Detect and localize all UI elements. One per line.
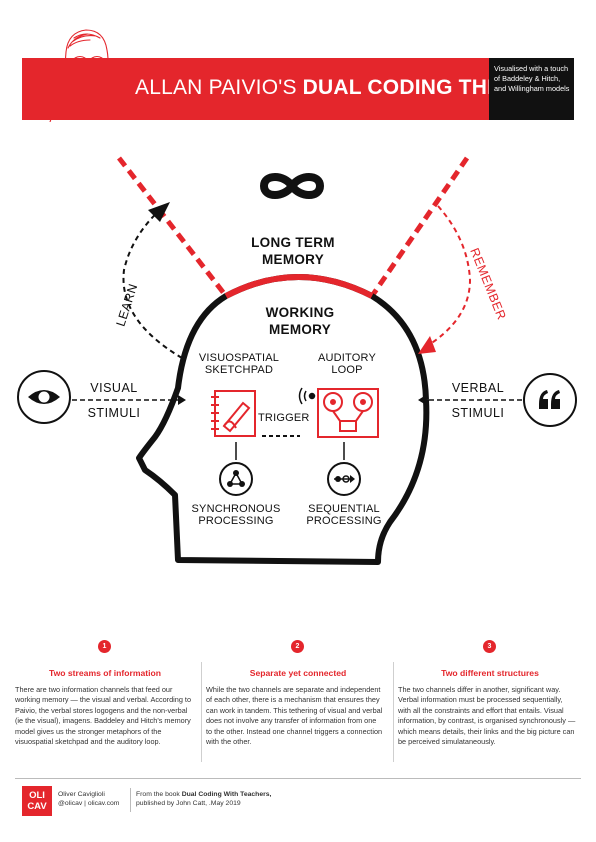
column-divider-2 bbox=[393, 662, 394, 762]
author-name: Oliver Caviglioli bbox=[58, 791, 105, 798]
title-bold: DUAL CODING THEORY bbox=[302, 76, 547, 99]
visual-stimuli-label: VISUAL STIMULI bbox=[82, 380, 146, 421]
col2-line: with the other. bbox=[206, 737, 252, 747]
ltm-right-boundary bbox=[369, 156, 470, 298]
sequence-icon bbox=[327, 462, 361, 496]
trigger-label: TRIGGER bbox=[258, 412, 310, 424]
remember-arrow bbox=[423, 205, 472, 349]
vis-line-2: STIMULI bbox=[87, 406, 141, 420]
footer-separator bbox=[130, 788, 131, 812]
remember-arrowhead bbox=[418, 336, 436, 354]
sp-line-2: PROCESSING bbox=[198, 515, 274, 527]
col3-line: with all the constraints and effort that… bbox=[398, 705, 564, 715]
vis-line-1: VISUAL bbox=[90, 381, 138, 395]
verb-line-1: VERBAL bbox=[451, 381, 505, 395]
column-3-text: The two channels differ in another, sign… bbox=[398, 685, 584, 747]
vs-line-1: VISUOSPATIAL bbox=[198, 352, 280, 364]
ltm-left-boundary bbox=[117, 156, 228, 298]
author-handles: @olicav | olicav.com bbox=[58, 800, 120, 807]
logo-line-1: OLI bbox=[29, 790, 45, 801]
olicav-logo: OLI CAV bbox=[22, 786, 52, 816]
infinity-icon bbox=[259, 173, 325, 199]
wm-line-1: WORKING bbox=[265, 305, 335, 320]
col3-line: information, by contrast, is organised s… bbox=[398, 716, 576, 726]
col1-line: visuospatial sketchpad and the auditory … bbox=[15, 737, 161, 747]
book-info: From the book Dual Coding With Teachers,… bbox=[136, 790, 316, 808]
learn-arrow bbox=[122, 207, 183, 359]
quote-icon bbox=[523, 373, 577, 427]
sequential-processing-label: SEQUENTIAL PROCESSING bbox=[296, 503, 392, 527]
subtitle: Visualised with a touch of Baddeley & Hi… bbox=[494, 64, 570, 93]
column-2-heading: Separate yet connected bbox=[249, 668, 347, 678]
logo-line-2: CAV bbox=[27, 801, 47, 812]
working-memory-label: WORKING MEMORY bbox=[245, 304, 355, 338]
col1-line: There are two information channels that … bbox=[15, 685, 173, 694]
col2-line: While the two channels are separate and … bbox=[206, 685, 381, 694]
wm-line-2: MEMORY bbox=[268, 322, 332, 337]
book-title: Dual Coding With Teachers, bbox=[181, 791, 272, 798]
network-icon bbox=[219, 462, 253, 496]
col3-line: which means details, their links and the… bbox=[398, 726, 575, 736]
title-prefix: ALLAN PAIVIO'S bbox=[135, 76, 297, 99]
column-1-number: 1 bbox=[98, 640, 111, 653]
long-term-memory-label: LONG TERM MEMORY bbox=[238, 234, 348, 268]
column-2-number: 2 bbox=[291, 640, 304, 653]
column-2-text: While the two channels are separate and … bbox=[206, 685, 392, 747]
subtitle-box bbox=[489, 58, 574, 120]
ltm-line-1: LONG TERM bbox=[251, 235, 335, 250]
page-title: ALLAN PAIVIO'S DUAL CODING THEORY bbox=[135, 68, 546, 108]
dual-coding-diagram bbox=[17, 156, 577, 565]
tape-recorder-icon bbox=[317, 388, 379, 438]
col2-line: does not involve any transfer of informa… bbox=[206, 716, 377, 726]
footer-divider bbox=[15, 778, 581, 779]
column-3-number: 3 bbox=[483, 640, 496, 653]
author-info: Oliver Caviglioli @olicav | olicav.com bbox=[58, 790, 168, 808]
col3-line: Verbal information must be processed seq… bbox=[398, 695, 563, 705]
ltm-line-2: MEMORY bbox=[261, 252, 325, 267]
ltm-arc bbox=[224, 274, 374, 299]
col1-line: Paivio, the verbal stores logogens and t… bbox=[15, 705, 188, 715]
eye-icon bbox=[17, 370, 71, 424]
sound-waves-icon bbox=[298, 387, 316, 405]
sketchpad-icon bbox=[211, 390, 256, 437]
col1-line: (ie the visual), imagens. Baddeley and H… bbox=[15, 716, 191, 726]
col2-line: to the other. Instead one channel trigge… bbox=[206, 726, 383, 736]
synchronous-processing-label: SYNCHRONOUS PROCESSING bbox=[188, 503, 284, 527]
book-publisher: published by John Catt, .May 2019 bbox=[136, 800, 241, 807]
column-divider-1 bbox=[201, 662, 202, 762]
col1-line: working memory — the visual and verbal. … bbox=[15, 695, 192, 705]
auditory-loop-label: AUDITORY LOOP bbox=[312, 352, 382, 376]
col2-line: can work in tandem. This tethering of vi… bbox=[206, 705, 383, 715]
al-line-1: AUDITORY bbox=[317, 352, 377, 364]
visuospatial-sketchpad-label: VISUOSPATIAL SKETCHPAD bbox=[194, 352, 284, 376]
column-1-heading: Two streams of information bbox=[48, 668, 162, 678]
col3-line: The two channels differ in another, sign… bbox=[398, 685, 561, 694]
verb-line-2: STIMULI bbox=[451, 406, 505, 420]
column-1-text: There are two information channels that … bbox=[15, 685, 200, 747]
column-3-heading: Two different structures bbox=[441, 668, 539, 678]
col1-line: model gives us the stronger metaphors of… bbox=[15, 726, 162, 736]
col3-line: be perceived simulataneously. bbox=[398, 737, 496, 747]
verbal-stimuli-label: VERBAL STIMULI bbox=[446, 380, 510, 421]
learn-arrowhead bbox=[148, 202, 170, 222]
sp-line-1: SYNCHRONOUS bbox=[191, 503, 281, 515]
sq-line-1: SEQUENTIAL bbox=[308, 503, 380, 515]
vs-line-2: SKETCHPAD bbox=[204, 364, 274, 376]
sq-line-2: PROCESSING bbox=[306, 515, 382, 527]
al-line-2: LOOP bbox=[331, 364, 363, 376]
col2-line: of each other, there is a mechanism that… bbox=[206, 695, 380, 705]
book-prefix: From the book bbox=[136, 791, 180, 798]
title-banner bbox=[22, 58, 489, 120]
